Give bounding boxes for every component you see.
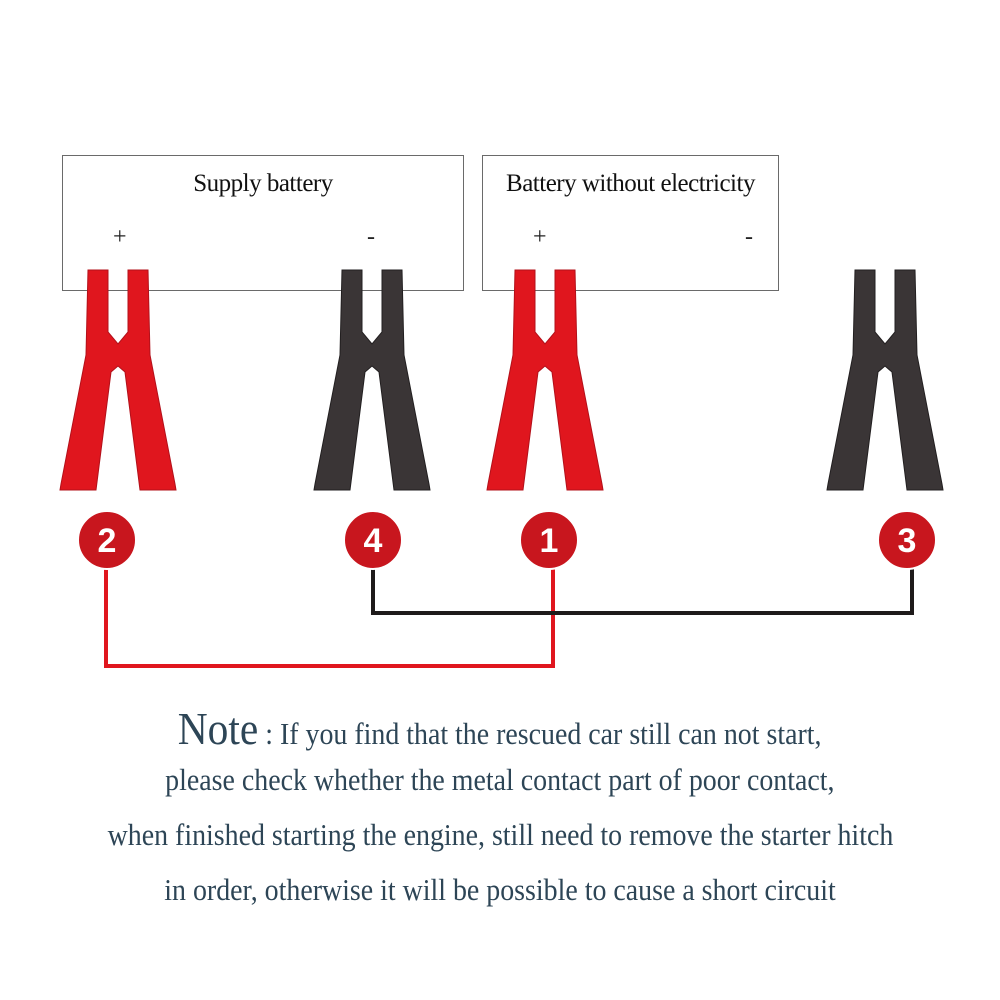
note-line-4: in order, otherwise it will be possible …	[0, 872, 1000, 908]
wiring-diagram: 2 4 1 3	[59, 269, 944, 668]
dead-battery-box: Battery without electricity + -	[482, 155, 779, 291]
supply-battery-minus: -	[367, 224, 375, 250]
black-clamp-supply-minus	[313, 269, 431, 491]
red-clamp-dead-plus	[486, 269, 604, 491]
dead-battery-minus: -	[745, 224, 753, 250]
note-line-1: Note : If you find that the rescued car …	[0, 702, 1000, 755]
step-4-number: 4	[364, 522, 383, 560]
red-clamp-supply-plus	[59, 269, 177, 491]
note-label: Note	[178, 703, 259, 754]
step-1-number: 1	[540, 522, 559, 560]
supply-battery-box: Supply battery + -	[62, 155, 464, 291]
step-4-badge: 4	[343, 510, 403, 570]
note-text-4: in order, otherwise it will be possible …	[164, 872, 836, 907]
step-2-number: 2	[98, 522, 117, 560]
note-text-2: please check whether the metal contact p…	[165, 762, 835, 797]
step-3-number: 3	[898, 522, 917, 560]
black-clamp-free	[826, 269, 944, 491]
dead-battery-plus: +	[533, 224, 547, 250]
step-2-badge: 2	[77, 510, 137, 570]
supply-battery-title: Supply battery	[193, 170, 333, 197]
note-line-2: please check whether the metal contact p…	[0, 762, 1000, 798]
note-line-3: when finished starting the engine, still…	[0, 817, 1000, 853]
black-cable	[371, 560, 914, 615]
supply-battery-plus: +	[113, 224, 127, 250]
note-text-3: when finished starting the engine, still…	[107, 817, 893, 852]
step-3-badge: 3	[877, 510, 937, 570]
step-1-badge: 1	[519, 510, 579, 570]
note-text-1: : If you find that the rescued car still…	[265, 716, 822, 751]
dead-battery-title: Battery without electricity	[506, 170, 755, 197]
